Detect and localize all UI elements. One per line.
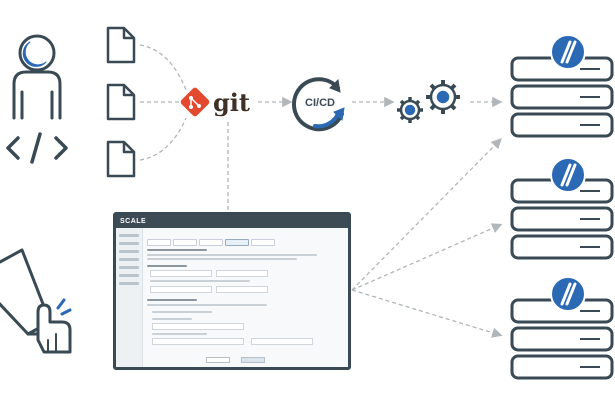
screenshot-to-server-bottom-connector [351,289,503,338]
document-icon [106,26,136,64]
screenshot-sidebar-item [119,282,139,285]
code-tag-icon [6,132,68,164]
screenshot-text-line [152,318,192,320]
server-rack-icon [510,298,614,380]
document-icon [106,83,136,121]
screenshot-text-line [147,258,297,260]
screenshot-sidebar-item [119,242,139,245]
screenshot-field [150,286,212,293]
screenshot-text-line [147,265,187,267]
screenshot-sidebar-item [119,258,139,261]
screenshot-sidebar-item [119,274,139,277]
screenshot-to-server-mid-connector [351,223,503,291]
developer-icon [12,34,62,120]
screenshot-text-line [152,333,207,335]
gears-icon [397,80,460,123]
truenas-badge-icon [550,34,586,70]
screenshot-text-line [152,311,212,313]
git-logo-icon [180,87,210,117]
git-label: git [213,88,250,117]
scale-ui-screenshot: SCALE [113,212,351,370]
screenshot-sidebar-item [119,234,139,237]
screenshot-text-line [147,254,317,256]
screenshot-to-server-top-connector [351,138,502,291]
screenshot-field [216,286,268,293]
screenshot-tab [199,239,223,246]
screenshot-sidebar-item [119,250,139,253]
connectors [139,44,503,338]
document-icon [106,140,136,178]
screenshot-tab [251,239,275,246]
cicd-cycle-icon [291,77,345,132]
screenshot-field [251,338,313,345]
screenshot-field [216,270,268,277]
screenshot-text-line [147,299,197,301]
screenshot-logo: SCALE [120,218,147,225]
doc3-to-git-connector [139,117,187,161]
screenshot-tab-active [225,239,249,246]
screenshot-sidebar-item [119,266,139,269]
screenshot-text-line [147,304,267,306]
screenshot-field [152,338,244,345]
screenshot-field [150,270,212,277]
server-rack-icon [510,56,614,138]
truenas-badge-icon [550,276,586,312]
truenas-badge-icon [550,157,586,193]
screenshot-sidebar [116,228,143,367]
screenshot-tab [147,239,171,246]
screenshot-tab [173,239,197,246]
cicd-label: CI/CD [305,97,335,109]
screenshot-topbar: SCALE [116,215,348,228]
screenshot-field [152,323,244,330]
doc1-to-git-connector [139,44,187,91]
laptop-touch-icon [0,248,72,354]
screenshot-button-primary [241,357,265,363]
screenshot-button [206,357,230,363]
screenshot-text-line [147,249,207,251]
screenshot-text-line [150,280,250,282]
